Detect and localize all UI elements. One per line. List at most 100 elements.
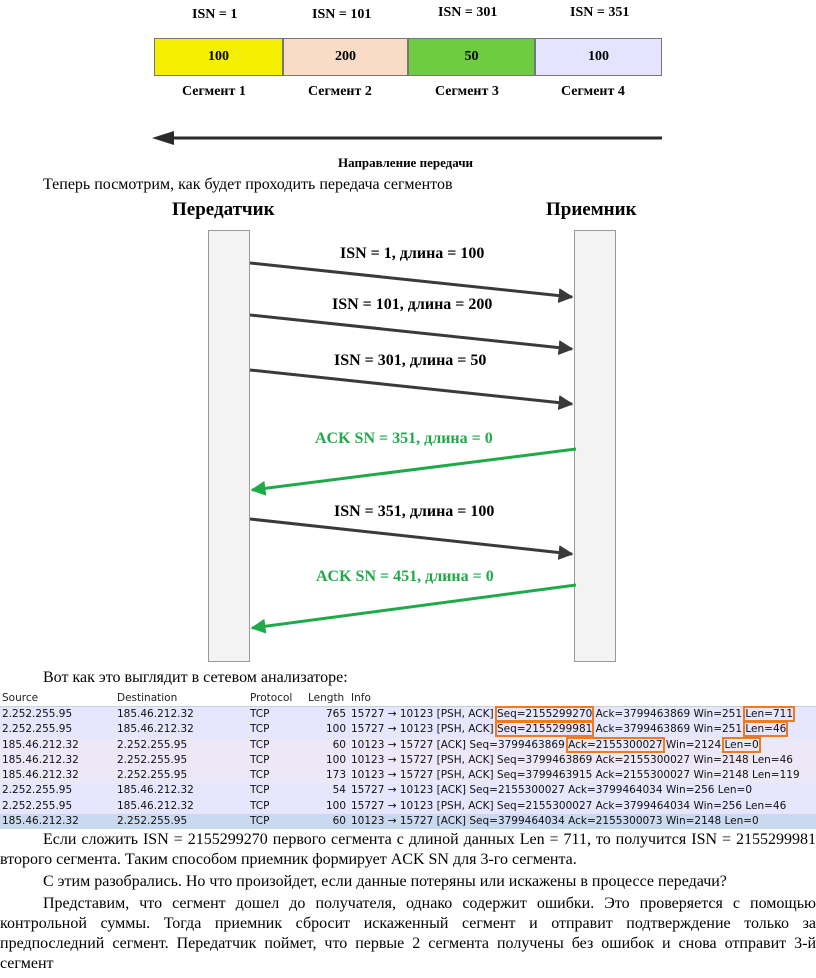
highlight-seq: Seq=2155299270 [494,706,595,722]
highlight-ack: Ack=2155300027 [566,736,665,753]
column-header-destination[interactable]: Destination [117,692,178,704]
segment-name-1: Сегмент 1 [182,84,246,99]
cell-info: 15727 → 10123 [ACK] Seq=2155300027 Ack=3… [351,784,753,797]
table-row[interactable]: 185.46.212.32 2.252.255.95 TCP 60 10123 … [0,736,816,753]
cell-destination: 185.46.212.32 [117,799,194,812]
cell-source: 185.46.212.32 [2,738,79,751]
message-arrows [249,261,577,634]
receiver-title: Приемник [546,199,637,220]
cell-info: 10123 → 15727 [PSH, ACK] Seq=3799463915 … [351,769,800,782]
segment-box-1: 100 [154,38,283,76]
message-label-4: ACK SN = 351, длина = 0 [315,430,493,447]
isn-label-4: ISN = 351 [570,5,630,20]
table-row[interactable]: 2.252.255.95 185.46.212.32 TCP 100 15727… [0,798,816,815]
cell-length: 173 [325,769,346,782]
table-row[interactable]: 2.252.255.95 185.46.212.32 TCP 765 15727… [0,706,816,723]
column-header-length[interactable]: Length [308,692,345,704]
cell-destination: 2.252.255.95 [117,738,188,751]
cell-destination: 185.46.212.32 [117,723,194,736]
sender-lifeline [208,230,250,662]
cell-protocol: TCP [250,723,270,736]
cell-destination: 185.46.212.32 [117,708,194,720]
isn-label-1: ISN = 1 [192,7,238,22]
cell-destination: 2.252.255.95 [117,769,188,782]
info-text: 15727 → 10123 [PSH, ACK] [351,708,497,720]
info-text: Win=2124 [662,738,725,751]
table-row[interactable]: 185.46.212.32 2.252.255.95 TCP 100 10123… [0,752,816,769]
column-header-info[interactable]: Info [351,692,371,704]
cell-length: 100 [325,723,346,736]
intro-text: Теперь посмотрим, как будет проходить пе… [43,176,453,193]
sequence-diagram: Передатчик Приемник ISN = 1, длина = 100… [172,199,637,662]
message-label-2: ISN = 101, длина = 200 [332,296,493,313]
cell-source: 2.252.255.95 [2,799,73,812]
message-arrow-2 [249,313,574,356]
paragraph-1: Если сложить ISN = 2155299270 первого се… [0,831,816,868]
table-row[interactable]: 2.252.255.95 185.46.212.32 TCP 100 15727… [0,721,816,738]
cell-length: 100 [325,799,346,812]
cell-destination: 185.46.212.32 [117,784,194,797]
cell-length: 765 [325,708,346,720]
info-text: Ack=3799463869 Win=251 [592,723,746,736]
message-label-3: ISN = 301, длина = 50 [334,352,487,369]
message-label-5: ISN = 351, длина = 100 [334,503,495,520]
highlight-len: Len=711 [743,706,795,722]
packet-list: Source Destination Protocol Length Info … [0,690,816,830]
column-header-protocol[interactable]: Protocol [250,692,293,704]
paragraph-2: С этим разобрались. Но что произойдет, е… [43,873,727,890]
segment-name-2: Сегмент 2 [308,84,372,99]
cell-info: 10123 → 15727 [ACK] Seq=3799463869 Ack=2… [351,736,761,753]
message-arrow-6 [250,583,577,634]
cell-source: 185.46.212.32 [2,769,79,782]
cell-source: 185.46.212.32 [2,753,79,766]
cell-info: 10123 → 15727 [ACK] Seq=3799464034 Ack=2… [351,815,759,828]
paragraph-3: Представим, что сегмент дошел до получат… [0,895,816,972]
cell-info: 15727 → 10123 [PSH, ACK] Seq=2155299270 … [351,706,795,722]
table-row[interactable]: 185.46.212.32 2.252.255.95 TCP 173 10123… [0,768,816,784]
segment-box-3: 50 [408,38,535,76]
cell-info: 15727 → 10123 [PSH, ACK] Seq=2155299981 … [351,721,789,738]
direction-label: Направление передачи [338,155,474,170]
segment-box-2: 200 [283,38,408,76]
cell-protocol: TCP [250,753,270,766]
table-row[interactable]: 2.252.255.95 185.46.212.32 TCP 54 15727 … [0,783,816,799]
info-text: 15727 → 10123 [PSH, ACK] [351,723,497,736]
column-header-source[interactable]: Source [2,692,39,704]
cell-protocol: TCP [250,815,270,828]
cell-info: 15727 → 10123 [PSH, ACK] Seq=2155300027 … [351,799,787,812]
message-arrow-5 [249,517,574,560]
highlight-len: Len=0 [722,736,761,753]
message-arrow-4 [250,447,577,496]
cell-length: 54 [332,784,346,797]
sender-title: Передатчик [172,199,275,220]
message-label-1: ISN = 1, длина = 100 [340,245,485,262]
cell-protocol: TCP [250,708,270,720]
info-text: Ack=3799463869 Win=251 [592,708,746,720]
cell-length: 100 [325,753,346,766]
table-row[interactable]: 185.46.212.32 2.252.255.95 TCP 60 10123 … [0,814,816,830]
cell-source: 2.252.255.95 [2,723,73,736]
cell-length: 60 [332,738,346,751]
segment-name-4: Сегмент 4 [561,84,625,99]
isn-label-3: ISN = 301 [438,5,498,20]
cell-protocol: TCP [250,738,270,751]
cell-source: 185.46.212.32 [2,815,79,828]
message-arrow-1 [249,261,574,304]
direction-arrow [152,131,662,145]
cell-destination: 2.252.255.95 [117,815,188,828]
highlight-seq: Seq=2155299981 [494,721,595,738]
message-label-6: ACK SN = 451, длина = 0 [316,568,494,585]
segment-diagram: ISN = 1 ISN = 101 ISN = 301 ISN = 351 10… [150,0,665,175]
cell-source: 2.252.255.95 [2,708,73,720]
cell-protocol: TCP [250,769,270,782]
packet-list-header: Source Destination Protocol Length Info [0,690,816,707]
segment-box-4: 100 [535,38,662,76]
isn-label-2: ISN = 101 [312,7,372,22]
highlight-len: Len=46 [743,721,789,738]
cell-length: 60 [332,815,346,828]
cell-source: 2.252.255.95 [2,784,73,797]
cell-protocol: TCP [250,799,270,812]
info-text: 10123 → 15727 [ACK] Seq=3799463869 [351,738,569,751]
cell-info: 10123 → 15727 [PSH, ACK] Seq=3799463869 … [351,753,793,766]
analyzer-caption: Вот как это выглядит в сетевом анализато… [43,669,348,686]
